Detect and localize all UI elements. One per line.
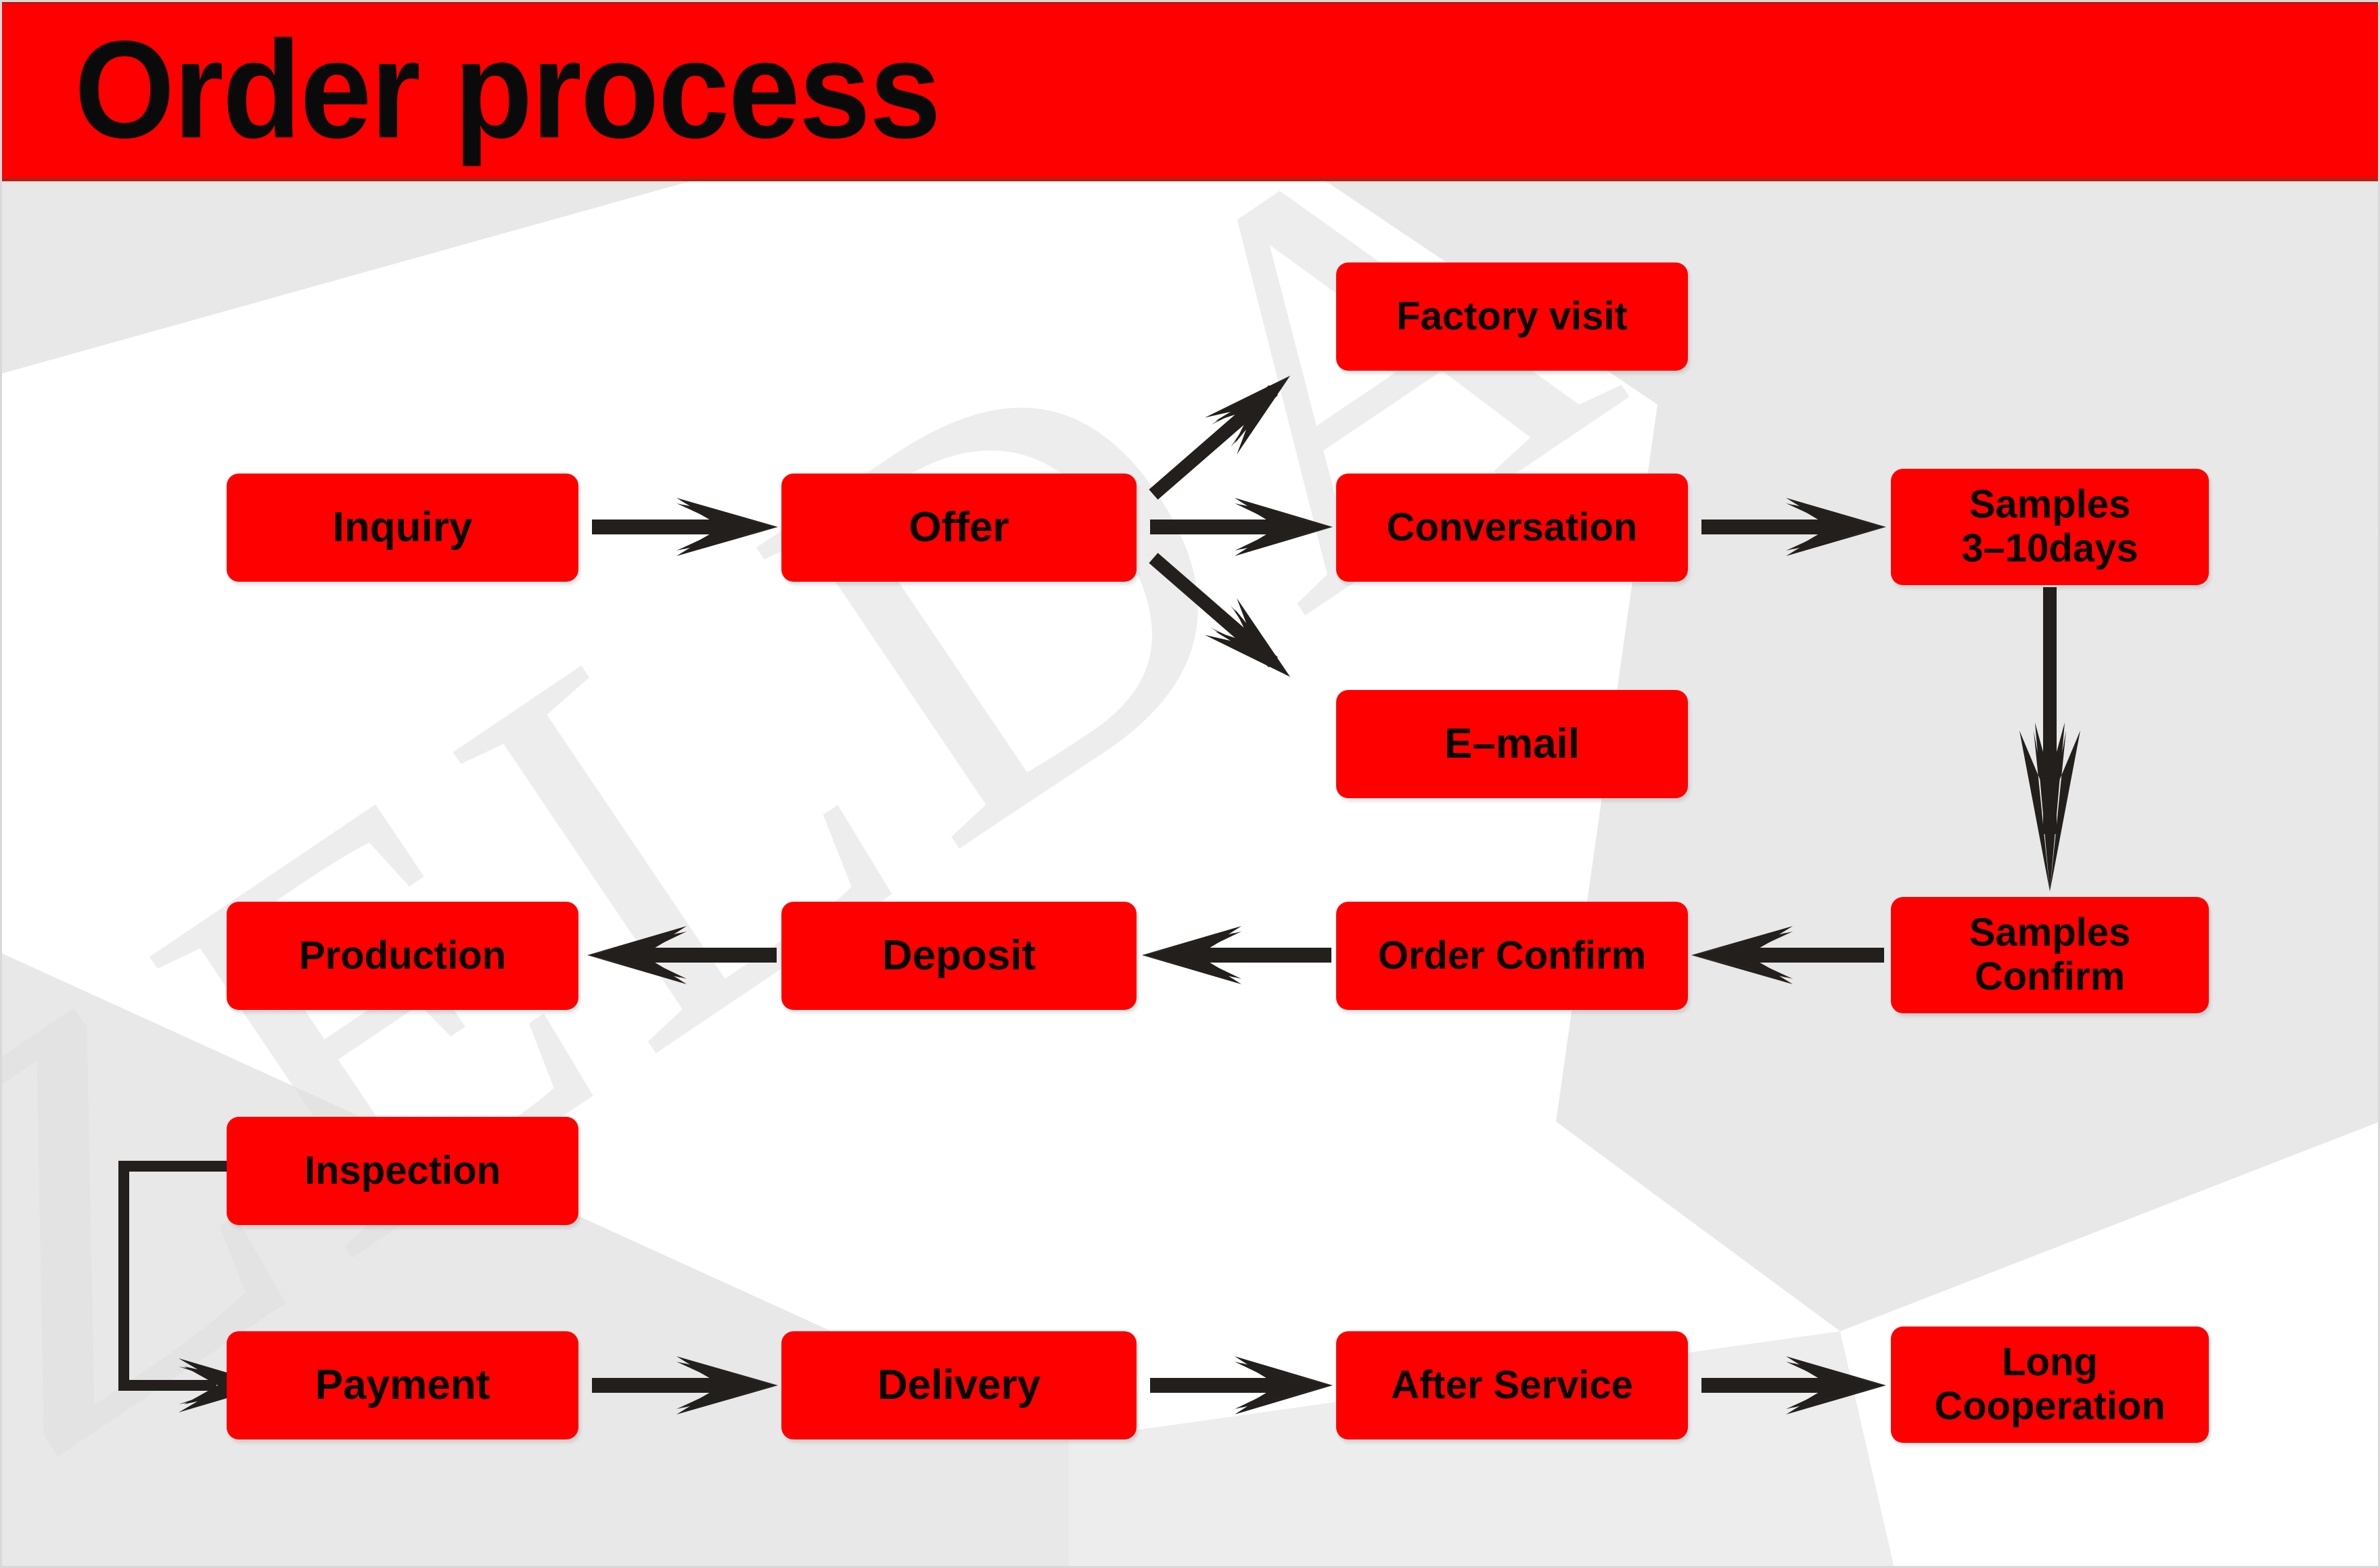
- node-label-long-cooperation: Long Cooperation: [1934, 1340, 2166, 1428]
- edge-offer-to-email: [1149, 553, 1291, 677]
- gray-shape-top-left: [0, 181, 690, 374]
- gray-shape-right-lower: [1556, 1122, 2380, 1331]
- node-inspection[interactable]: Inspection: [227, 1117, 578, 1225]
- node-label-deposit: Deposit: [882, 931, 1036, 979]
- node-order-confirm[interactable]: Order Confirm: [1336, 902, 1688, 1010]
- node-delivery[interactable]: Delivery: [781, 1331, 1137, 1439]
- node-payment[interactable]: Payment: [227, 1331, 578, 1439]
- edge-deposit-to-production: [587, 926, 777, 984]
- edge-offer-to-factory-visit: [1149, 375, 1291, 500]
- node-label-delivery: Delivery: [877, 1361, 1041, 1408]
- edge-samples-confirm-to-order-confirm: [1691, 926, 1884, 984]
- node-label-conversation: Conversation: [1386, 505, 1638, 549]
- edge-after-service-to-long-cooperation: [1701, 1356, 1886, 1414]
- node-label-payment: Payment: [315, 1361, 490, 1408]
- edge-payment-to-delivery: [592, 1356, 778, 1414]
- edge-offer-to-conversation: [1150, 498, 1333, 556]
- node-layer: Factory visit Inquiry Offer Conversation…: [0, 181, 2380, 1568]
- diagram-canvas: ZELDA: [0, 181, 2380, 1568]
- node-label-inquiry: Inquiry: [332, 503, 473, 551]
- connectors-layer: [118, 375, 2080, 1414]
- node-label-production: Production: [298, 933, 507, 977]
- edge-inquiry-to-offer: [592, 498, 778, 556]
- page-title: Order process: [74, 12, 941, 167]
- node-samples-3-10days[interactable]: Samples 3–10days: [1891, 469, 2209, 585]
- node-inquiry[interactable]: Inquiry: [227, 474, 578, 582]
- banner-top-edge: [0, 0, 2380, 4]
- node-label-inspection: Inspection: [304, 1148, 501, 1193]
- node-label-email: E–mail: [1444, 720, 1580, 767]
- node-label-after-service: After Service: [1391, 1362, 1633, 1407]
- node-label-order-confirm: Order Confirm: [1377, 933, 1647, 977]
- node-long-cooperation[interactable]: Long Cooperation: [1891, 1327, 2209, 1443]
- node-email[interactable]: E–mail: [1336, 690, 1688, 798]
- edge-delivery-to-after-service: [1150, 1356, 1333, 1414]
- node-label-samples-3-10days: Samples 3–10days: [1961, 482, 2138, 570]
- node-production[interactable]: Production: [227, 902, 578, 1010]
- edge-order-confirm-to-deposit: [1142, 926, 1331, 984]
- gray-shape-bottom-middle: [1069, 1331, 1894, 1568]
- node-offer[interactable]: Offer: [781, 474, 1137, 582]
- edge-samples-to-samples-confirm: [2019, 587, 2080, 892]
- node-label-offer: Offer: [909, 503, 1009, 551]
- title-banner: Order process: [0, 0, 2380, 181]
- node-label-factory-visit: Factory visit: [1396, 294, 1628, 338]
- node-samples-confirm[interactable]: Samples Confirm: [1891, 897, 2209, 1013]
- node-label-samples-confirm: Samples Confirm: [1969, 910, 2131, 998]
- node-conversation[interactable]: Conversation: [1336, 474, 1688, 582]
- node-after-service[interactable]: After Service: [1336, 1331, 1688, 1439]
- node-factory-visit[interactable]: Factory visit: [1336, 262, 1688, 371]
- banner-bottom-edge: [0, 177, 2380, 181]
- node-deposit[interactable]: Deposit: [781, 902, 1137, 1010]
- edge-conversation-to-samples: [1701, 498, 1886, 556]
